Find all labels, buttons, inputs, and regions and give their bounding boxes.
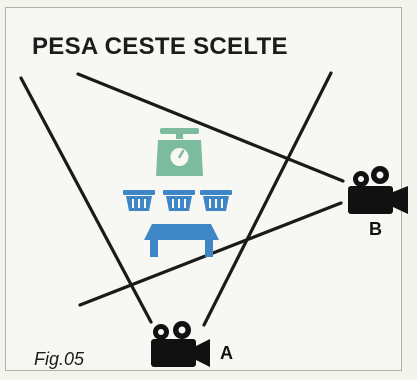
video-camera-icon <box>151 321 210 367</box>
basket-icon <box>163 190 195 211</box>
figure-caption: Fig.05 <box>34 349 85 369</box>
figure-frame <box>5 7 402 371</box>
video-camera-icon <box>348 166 408 214</box>
figure-title: PESA CESTE SCELTE <box>32 33 288 60</box>
table-icon <box>144 224 219 257</box>
camera-a-fov-left <box>19 76 153 324</box>
baskets <box>123 190 232 211</box>
camera-b-fov-top <box>76 72 345 183</box>
camera-b-label: B <box>369 219 382 239</box>
basket-icon <box>123 190 155 211</box>
camera-a-fov-right <box>202 71 333 327</box>
camera-a-label: A <box>220 343 233 363</box>
scale-icon <box>156 128 203 176</box>
basket-icon <box>200 190 232 211</box>
